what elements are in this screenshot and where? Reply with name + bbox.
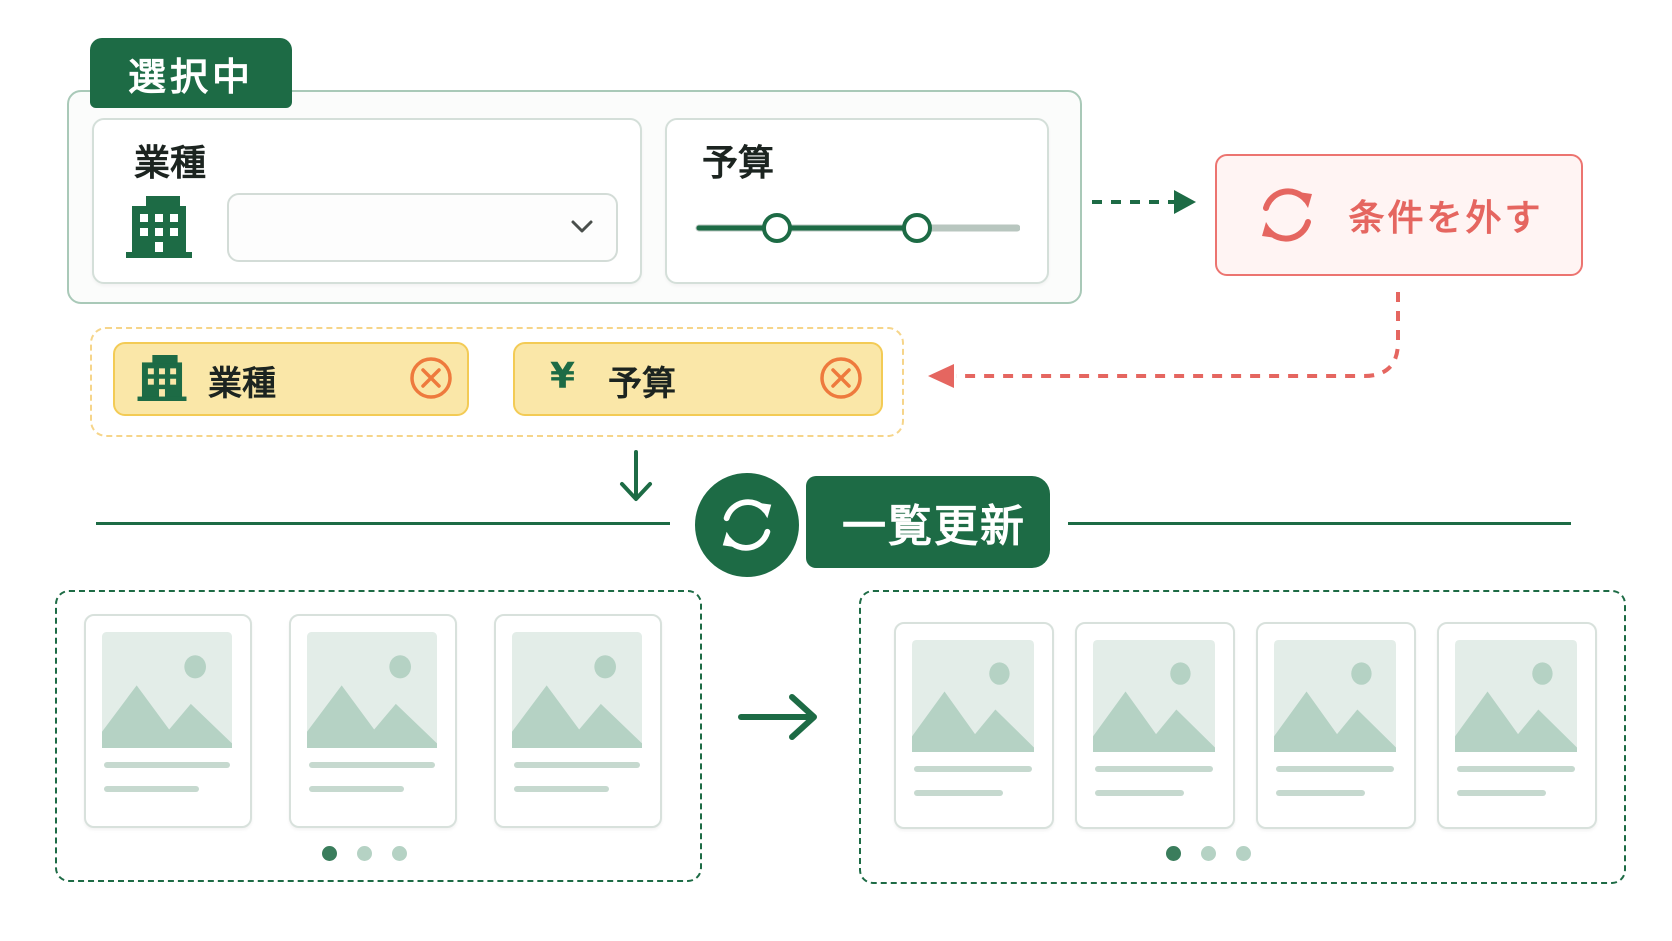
chip-industry-close-icon[interactable] xyxy=(408,355,454,401)
text-line xyxy=(1276,790,1365,796)
image-placeholder-icon xyxy=(1455,640,1577,752)
remove-conditions-label: 条件を外す xyxy=(1348,198,1544,239)
image-placeholder-icon xyxy=(1093,640,1215,752)
yen-icon: ¥ xyxy=(550,356,576,397)
refresh-list-label-pill: 一覧更新 xyxy=(806,476,1050,568)
result-card[interactable] xyxy=(84,614,252,828)
image-placeholder-icon xyxy=(102,632,232,748)
budget-card-title: 予算 xyxy=(702,143,775,184)
text-line xyxy=(1095,790,1184,796)
building-icon xyxy=(126,196,192,258)
result-card[interactable] xyxy=(1437,622,1597,829)
pagination-dot[interactable] xyxy=(357,846,372,861)
arrow-return-dashed-icon xyxy=(928,292,1400,388)
arrow-right-icon xyxy=(738,694,817,740)
text-line xyxy=(1276,766,1394,772)
chip-budget-label: 予算 xyxy=(608,364,676,404)
chevron-down-icon xyxy=(571,220,593,233)
remove-conditions-button[interactable]: 条件を外す xyxy=(1215,154,1583,276)
budget-max-handle xyxy=(902,213,932,243)
text-line xyxy=(309,762,435,768)
building-icon xyxy=(137,355,187,401)
image-placeholder-icon xyxy=(512,632,642,748)
refresh-icon xyxy=(722,499,772,551)
text-line xyxy=(104,786,199,792)
budget-min-handle xyxy=(762,213,792,243)
text-line xyxy=(1457,766,1575,772)
industry-dropdown[interactable] xyxy=(227,193,618,262)
text-line xyxy=(309,786,404,792)
result-card[interactable] xyxy=(1256,622,1416,829)
refresh-list-label: 一覧更新 xyxy=(842,501,1026,552)
text-line xyxy=(514,786,609,792)
text-line xyxy=(104,762,230,768)
chip-industry-label: 業種 xyxy=(208,364,276,404)
arrow-down-icon xyxy=(620,450,652,501)
results-after xyxy=(859,590,1626,884)
results-before xyxy=(55,590,702,882)
pagination-dot[interactable] xyxy=(322,846,337,861)
image-placeholder-icon xyxy=(307,632,437,748)
image-placeholder-icon xyxy=(1274,640,1396,752)
arrow-right-dashed-icon xyxy=(1092,190,1196,214)
refresh-list-button[interactable] xyxy=(691,469,803,581)
text-line xyxy=(1457,790,1546,796)
text-line xyxy=(914,790,1003,796)
refresh-icon xyxy=(1262,188,1313,242)
divider-right xyxy=(1068,522,1571,525)
result-card[interactable] xyxy=(494,614,662,828)
text-line xyxy=(1095,766,1213,772)
selected-tag: 選択中 xyxy=(90,38,292,108)
budget-range-slider[interactable] xyxy=(695,208,1020,248)
result-card[interactable] xyxy=(1075,622,1235,829)
image-placeholder-icon xyxy=(912,640,1034,752)
pagination-dot[interactable] xyxy=(392,846,407,861)
active-filter-chips xyxy=(90,327,904,437)
pagination-dot[interactable] xyxy=(1166,846,1181,861)
result-card[interactable] xyxy=(289,614,457,828)
budget-filter-card xyxy=(665,118,1049,284)
text-line xyxy=(914,766,1032,772)
text-line xyxy=(514,762,640,768)
chip-budget-close-icon[interactable] xyxy=(818,355,864,401)
industry-card-title: 業種 xyxy=(134,143,207,184)
pagination-dot[interactable] xyxy=(1201,846,1216,861)
divider-left xyxy=(96,522,670,525)
pagination-dot[interactable] xyxy=(1236,846,1251,861)
result-card[interactable] xyxy=(894,622,1054,829)
